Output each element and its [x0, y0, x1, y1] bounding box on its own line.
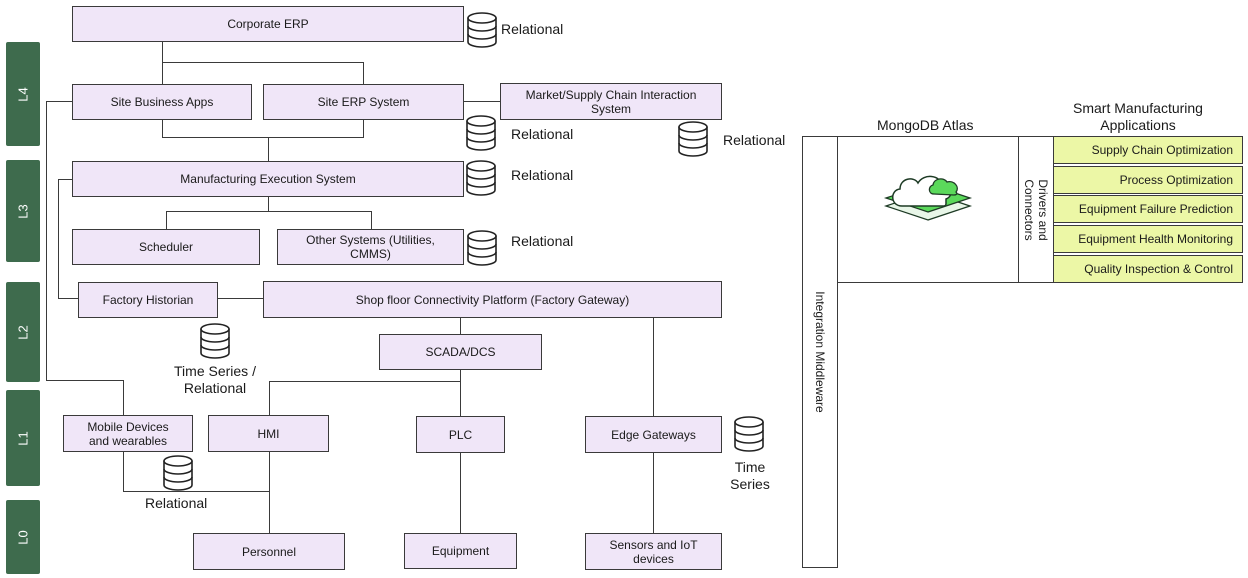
level-l1-bar: L1	[6, 390, 40, 486]
connector	[58, 179, 73, 180]
level-l1-label: L1	[15, 430, 31, 446]
database-icon	[162, 455, 194, 491]
database-icon	[677, 121, 709, 157]
connector	[463, 101, 501, 102]
level-l3-bar: L3	[6, 160, 40, 262]
database-icon	[199, 323, 231, 359]
connector	[460, 369, 461, 417]
other-systems-box: Other Systems (Utilities, CMMS)	[277, 229, 464, 265]
smart-apps-title: Smart Manufacturing Applications	[1073, 100, 1203, 133]
plc-box: PLC	[416, 416, 505, 453]
connector	[653, 452, 654, 533]
database-icon	[465, 115, 497, 151]
database-icon	[465, 160, 497, 196]
drivers-connectors-bar: Drivers and Connectors	[1018, 136, 1054, 283]
connector	[268, 137, 269, 161]
db-label-other-systems: Relational	[511, 233, 574, 249]
connector	[162, 137, 364, 138]
connector	[166, 211, 167, 229]
connector	[58, 179, 59, 299]
manufacturing-execution-system-box: Manufacturing Execution System	[72, 161, 464, 197]
connector	[162, 41, 163, 63]
db-label-site-erp: Relational	[511, 126, 574, 142]
connector	[460, 317, 461, 334]
connector	[123, 380, 124, 415]
connector	[162, 119, 163, 138]
level-l0-label: L0	[15, 529, 31, 545]
connector	[371, 211, 372, 229]
integration-middleware-bar: Integration Middleware	[802, 136, 838, 568]
drivers-connectors-label: Drivers and Connectors	[1022, 178, 1050, 241]
level-l4-bar: L4	[6, 42, 40, 146]
hmi-box: HMI	[208, 415, 329, 452]
factory-historian-box: Factory Historian	[78, 282, 218, 318]
app-process-optimization: Process Optimization	[1053, 166, 1243, 194]
db-label-corporate-erp: Relational	[501, 21, 564, 37]
connector	[363, 119, 364, 138]
connector	[58, 298, 79, 299]
connector	[460, 452, 461, 533]
edge-gateways-box: Edge Gateways	[585, 416, 722, 453]
level-l3-label: L3	[15, 203, 31, 219]
database-icon	[466, 12, 498, 48]
market-supply-chain-box: Market/Supply Chain Interaction System	[500, 83, 722, 120]
connector	[46, 101, 47, 381]
site-business-apps-box: Site Business Apps	[72, 84, 252, 120]
integration-middleware-label: Integration Middleware	[813, 291, 827, 413]
db-label-mobile: Relational	[145, 495, 208, 511]
connector	[269, 381, 270, 415]
connector	[653, 317, 654, 416]
db-label-edge: Time Series	[730, 459, 770, 492]
db-label-market-supply-chain: Relational	[723, 132, 786, 148]
connector	[46, 101, 72, 102]
connector	[123, 451, 124, 492]
site-erp-system-box: Site ERP System	[263, 84, 464, 120]
db-label-historian: Time Series / Relational	[174, 363, 256, 396]
cloud-database-icon	[883, 175, 973, 221]
connector	[363, 62, 364, 84]
db-label-mes: Relational	[511, 167, 574, 183]
connector	[218, 298, 264, 299]
connector	[269, 451, 270, 533]
equipment-box: Equipment	[404, 533, 517, 569]
mongodb-atlas-title: MongoDB Atlas	[877, 117, 974, 133]
mobile-devices-box: Mobile Devices and wearables	[63, 415, 193, 452]
database-icon	[466, 230, 498, 266]
connector	[162, 62, 364, 63]
app-quality-inspection-control: Quality Inspection & Control	[1053, 255, 1243, 283]
scada-dcs-box: SCADA/DCS	[379, 334, 542, 370]
level-l2-bar: L2	[6, 282, 40, 382]
connector	[268, 196, 269, 212]
connector	[269, 381, 461, 382]
connector	[123, 491, 270, 492]
corporate-erp-box: Corporate ERP	[72, 6, 464, 42]
scheduler-box: Scheduler	[72, 229, 260, 265]
app-equipment-health-monitoring: Equipment Health Monitoring	[1053, 225, 1243, 253]
app-supply-chain-optimization: Supply Chain Optimization	[1053, 136, 1243, 164]
connector	[46, 380, 124, 381]
app-equipment-failure-prediction: Equipment Failure Prediction	[1053, 195, 1243, 223]
level-l0-bar: L0	[6, 500, 40, 574]
level-l2-label: L2	[15, 324, 31, 340]
personnel-box: Personnel	[193, 533, 345, 570]
sensors-iot-box: Sensors and IoT devices	[585, 533, 722, 570]
shop-floor-platform-box: Shop floor Connectivity Platform (Factor…	[263, 281, 722, 318]
connector	[162, 62, 163, 84]
database-icon	[733, 416, 765, 452]
level-l4-label: L4	[15, 86, 31, 102]
connector	[166, 211, 372, 212]
